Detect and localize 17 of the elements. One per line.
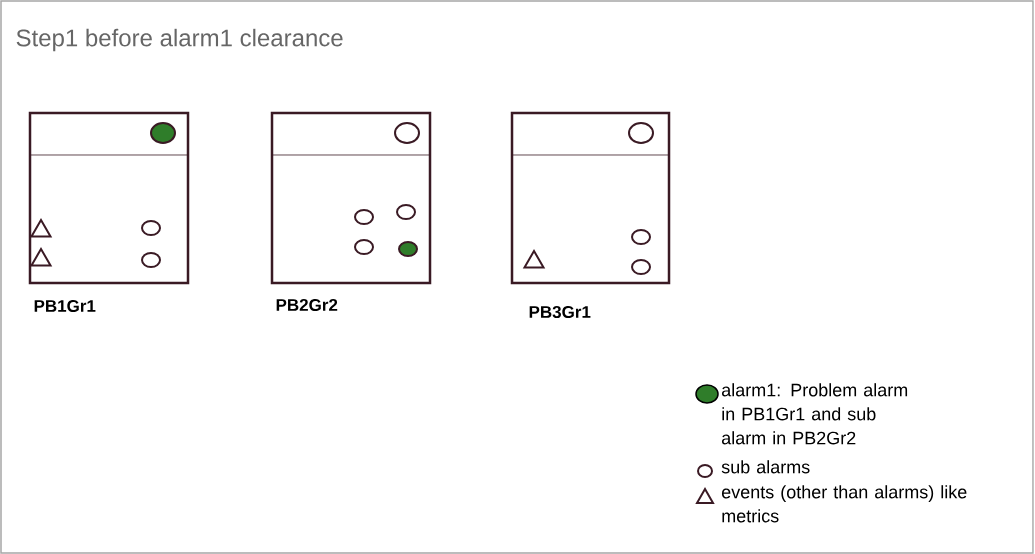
- panel-label: PB3Gr1: [529, 305, 591, 318]
- alarm-circle: [150, 122, 176, 144]
- alarm-circle: [141, 252, 161, 268]
- alarm-circle: [631, 229, 651, 245]
- alarm-circle: [394, 122, 420, 144]
- alarm-circle: [354, 209, 374, 225]
- title: Step1 before alarm1 clearance: [16, 28, 343, 52]
- alarm-circle: [628, 122, 654, 144]
- alarm-circle: [141, 220, 161, 236]
- alarm-circle: [631, 259, 651, 275]
- alarm-circle: [354, 239, 374, 255]
- panel-label: PB2Gr2: [276, 299, 338, 311]
- alarm-circle: [396, 204, 416, 220]
- panel-label: PB1Gr1: [34, 300, 96, 312]
- legend-text: sub alarms: [721, 460, 810, 474]
- legend-text: events (other than alarms) like metrics: [722, 485, 967, 523]
- alarm-circle: [398, 241, 418, 257]
